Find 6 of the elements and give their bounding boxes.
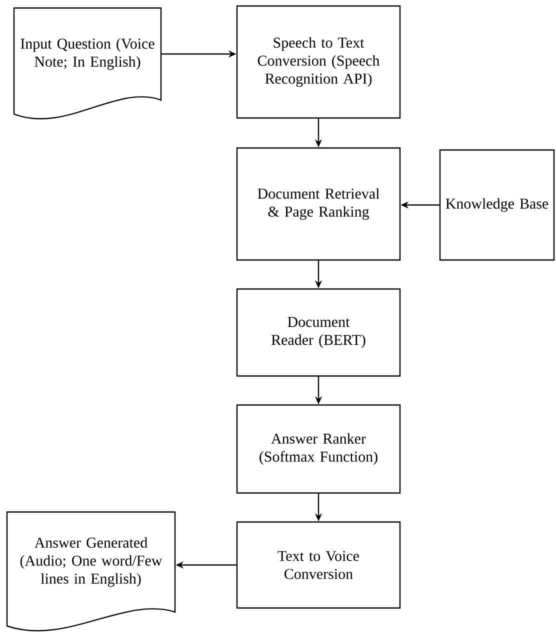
process-box: Answer Ranker (Softmax Function) bbox=[236, 404, 401, 494]
process-box: Speech to Text Conversion (Speech Recognition API) bbox=[236, 5, 401, 119]
process-box: Document Reader (BERT) bbox=[236, 288, 401, 377]
process-box: Knowledge Base bbox=[439, 149, 555, 261]
process-box: Text to Voice Conversion bbox=[236, 521, 401, 609]
process-box: Document Retrieval & Page Ranking bbox=[236, 147, 401, 261]
